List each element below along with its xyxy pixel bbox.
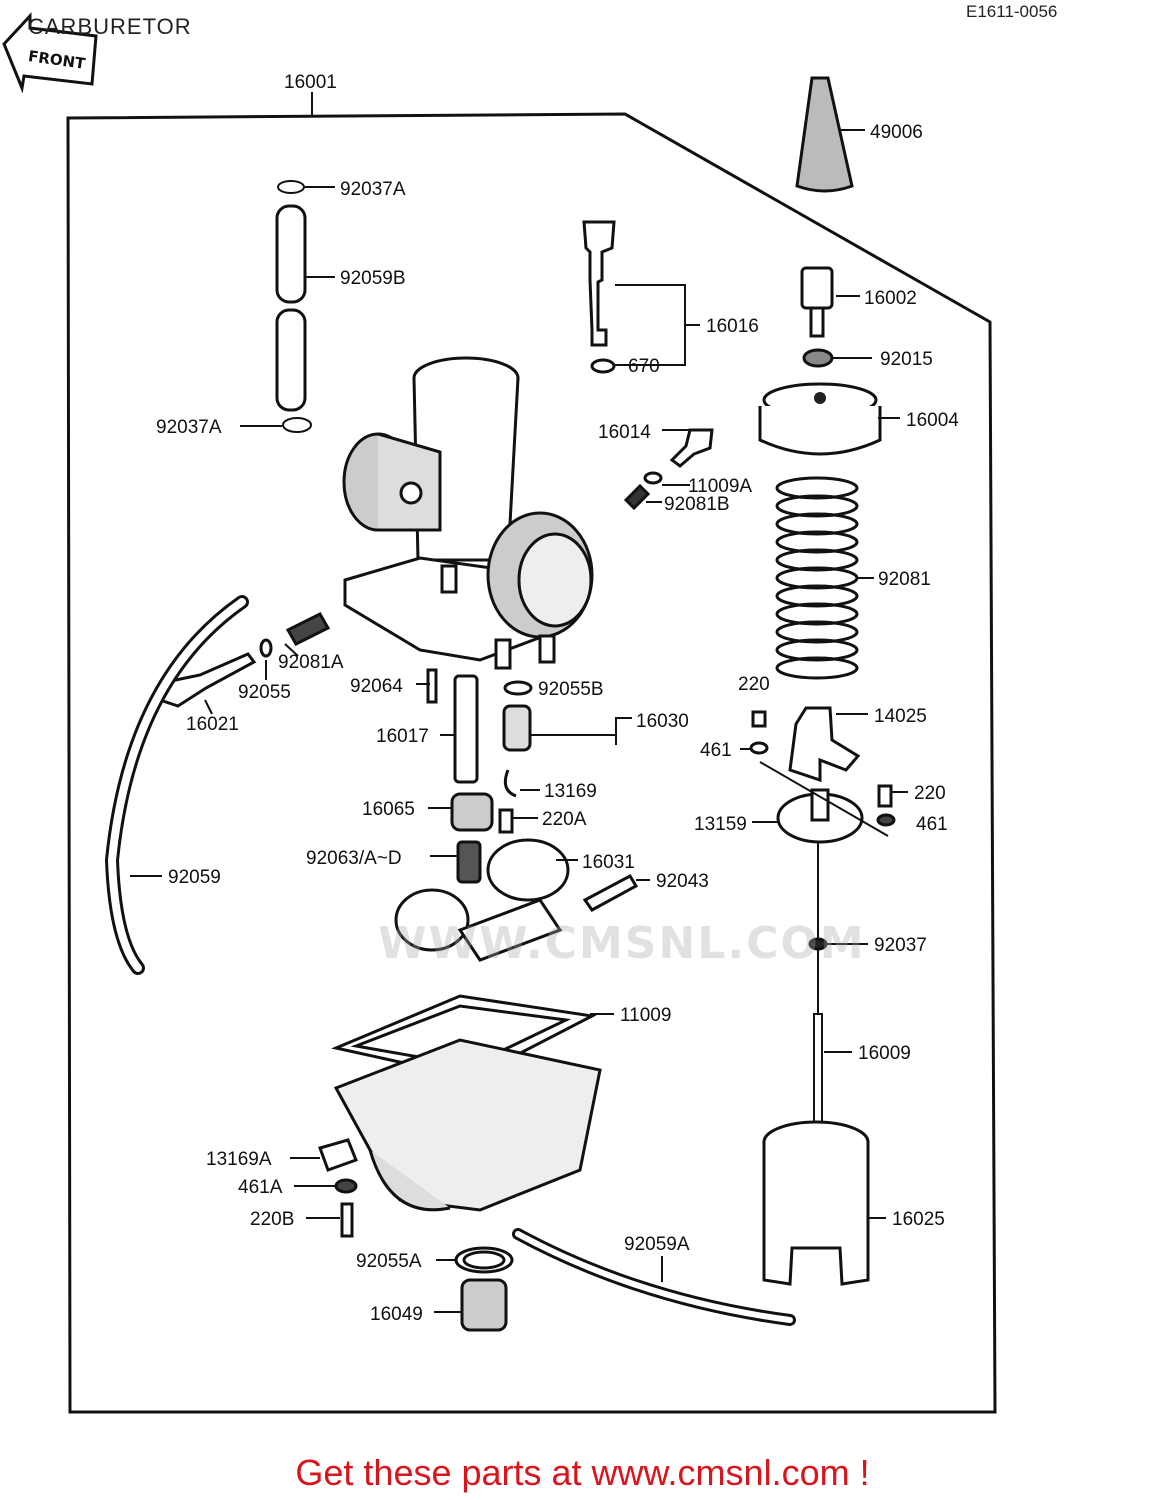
- throttle-valve-parts: [749, 706, 896, 1165]
- floats-16031: [394, 838, 639, 962]
- part-label: 16002: [864, 288, 917, 309]
- part-label: 92059A: [624, 1234, 690, 1255]
- part-labels: 16001 49006 92037A 92059B 92037A 16016 6…: [156, 72, 959, 1325]
- jet-needle-16014: [623, 428, 714, 511]
- footer-link[interactable]: Get these parts at www.cmsnl.com !: [295, 1452, 870, 1493]
- part-label: 11009: [620, 1005, 671, 1026]
- part-label: 461: [916, 814, 948, 835]
- part-label: 220B: [250, 1209, 294, 1230]
- part-label: 92059: [168, 867, 221, 888]
- part-label: 16049: [370, 1304, 423, 1325]
- part-label: 461A: [238, 1177, 283, 1198]
- part-label: 92059B: [340, 268, 406, 289]
- part-label: 14025: [874, 706, 927, 727]
- part-label: 92064: [350, 676, 403, 697]
- part-label: 16021: [186, 714, 239, 735]
- part-label: 92055: [238, 682, 291, 703]
- part-label: 16030: [636, 711, 689, 732]
- part-label: 92037: [874, 935, 927, 956]
- part-label: 13159: [694, 814, 747, 835]
- part-label: 220A: [542, 809, 587, 830]
- part-label: 92055B: [538, 679, 604, 700]
- drain-parts: [318, 1138, 514, 1332]
- part-label: 16016: [706, 316, 759, 337]
- float-bowl: [331, 994, 602, 1212]
- part-label: 16014: [598, 422, 651, 443]
- diagram-title: CARBURETOR: [28, 14, 192, 39]
- assembly-outline: [66, 112, 997, 1414]
- part-label: 11009A: [688, 476, 752, 497]
- needle-jet-16017: [426, 668, 533, 884]
- throttle-valve-16025: [762, 1120, 870, 1286]
- air-funnel-49006: [795, 76, 854, 193]
- part-label: 16009: [858, 1043, 911, 1064]
- watermark: WWW.CMSNL.COM: [378, 918, 866, 969]
- throttle-spring-92081: [775, 476, 859, 680]
- part-label: 220: [914, 783, 946, 804]
- part-label: 13169: [544, 781, 597, 802]
- vent-tube-92059B: [275, 180, 312, 433]
- part-label: 670: [628, 356, 660, 377]
- starter-plunger-16016: [582, 220, 616, 374]
- front-arrow-icon: FRONT: [2, 12, 98, 94]
- part-label: 16017: [376, 726, 429, 747]
- part-label: 16065: [362, 799, 415, 820]
- part-label: 92015: [880, 349, 933, 370]
- part-label: 92037A: [156, 417, 222, 438]
- part-label: 461: [700, 740, 732, 761]
- diagram-code: E1611-0056: [966, 2, 1058, 21]
- top-adjuster-16002: [800, 266, 834, 368]
- part-label: 16001: [284, 72, 337, 93]
- part-label: 16025: [892, 1209, 945, 1230]
- part-label: 13169A: [206, 1149, 272, 1170]
- part-label: 92063/A~D: [306, 848, 402, 869]
- part-label: 92081: [878, 569, 931, 590]
- leader-lines: [130, 129, 908, 1313]
- part-label: 92037A: [340, 179, 406, 200]
- fuel-tube-92059: [104, 595, 249, 975]
- part-label: 92043: [656, 871, 709, 892]
- chamber-cap-16004: [758, 382, 882, 456]
- part-label: 92081B: [664, 494, 730, 515]
- part-label: 92055A: [356, 1251, 422, 1272]
- carburetor-body: [342, 356, 594, 670]
- part-label: 16031: [582, 852, 635, 873]
- part-label: 92081A: [278, 652, 344, 673]
- part-label: 49006: [870, 122, 923, 143]
- part-label: 220: [738, 674, 770, 695]
- part-label: 16004: [906, 410, 959, 431]
